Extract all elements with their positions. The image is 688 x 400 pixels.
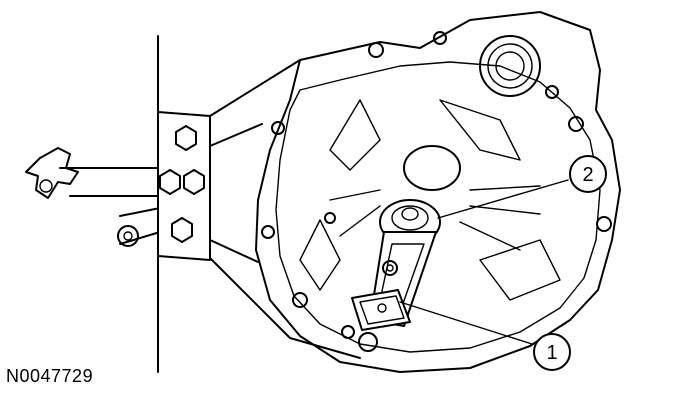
plate-bolt-1 [175,125,197,151]
leader-line-2 [437,179,569,219]
arm-bolt [117,225,139,247]
center-hub [403,145,461,191]
plate-bolt-2 [159,169,181,195]
output-boss [479,35,541,97]
transaxle-housing [255,11,621,373]
seal-installer-tool [351,199,441,331]
callout-2-circle [569,155,607,193]
callout-2: 2 [569,155,607,193]
upper-strut [209,59,301,147]
lower-bolt [358,332,378,352]
figure-id: N0047729 [6,366,94,386]
fixture-arm [59,167,161,197]
holding-fixture [25,59,361,359]
knob-bore [39,179,53,193]
callout-2-label: 2 [582,164,593,186]
plate-bolt-4 [171,217,193,243]
callout-1-circle [533,333,571,371]
plate-bolt-3 [183,169,205,195]
callout-1: 1 [533,333,571,371]
handle-knob [25,147,79,199]
leader-line-1 [399,301,533,345]
callout-1-label: 1 [546,342,557,364]
lower-strut [209,239,361,359]
